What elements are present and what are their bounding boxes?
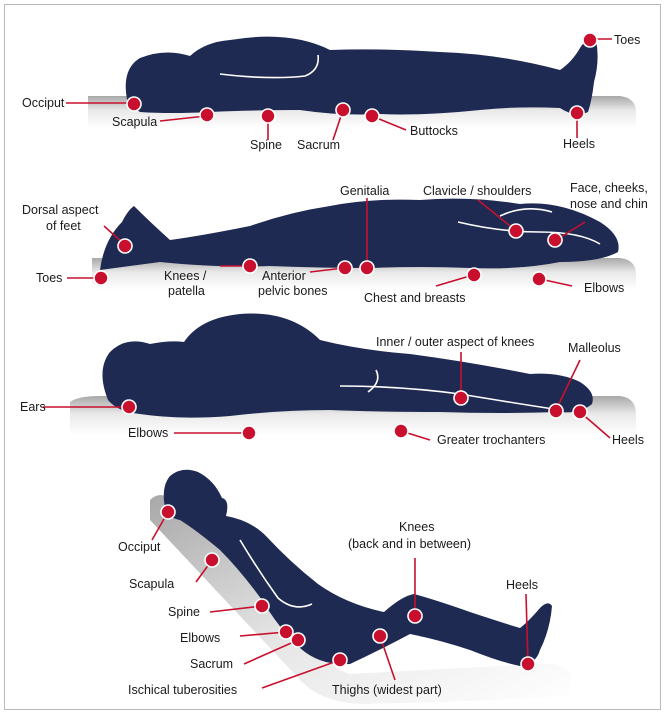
marker-occiput-supine xyxy=(127,97,141,111)
marker-knees-prone xyxy=(243,259,257,273)
marker-spine-supine xyxy=(261,109,275,123)
label-dorsal-line1: Dorsal aspect xyxy=(22,203,99,217)
marker-inner-knees xyxy=(454,391,468,405)
marker-ischial xyxy=(333,653,347,667)
label-buttocks-supine: Buttocks xyxy=(410,124,458,138)
marker-occiput-sitting xyxy=(161,505,175,519)
label-spine-sitting: Spine xyxy=(168,605,200,619)
marker-sacrum-supine xyxy=(336,103,350,117)
marker-malleolus xyxy=(549,404,563,418)
marker-clavicle xyxy=(509,224,523,238)
label-scapula-supine: Scapula xyxy=(112,115,157,129)
label-elbows-sitting: Elbows xyxy=(180,631,220,645)
figure-lateral xyxy=(70,314,636,436)
label-clavicle: Clavicle / shoulders xyxy=(423,184,531,198)
label-heels-supine: Heels xyxy=(563,137,595,151)
label-inner-knees: Inner / outer aspect of knees xyxy=(376,335,534,349)
label-pelvic-line2: pelvic bones xyxy=(258,284,328,298)
marker-sacrum-sitting xyxy=(291,633,305,647)
marker-elbows-prone xyxy=(532,272,546,286)
marker-heels-lateral xyxy=(573,405,587,419)
label-knees-line2: (back and in between) xyxy=(348,537,471,551)
body-silhouette-3 xyxy=(102,314,592,418)
label-ischial: Ischical tuberosities xyxy=(128,683,237,697)
marker-face xyxy=(548,233,562,247)
label-face-line1: Face, cheeks, xyxy=(570,181,648,195)
marker-knees-sitting xyxy=(408,609,422,623)
label-elbows-prone: Elbows xyxy=(584,281,624,295)
marker-spine-sitting xyxy=(255,599,269,613)
body-silhouette-1 xyxy=(126,37,598,115)
marker-ears xyxy=(122,400,136,414)
marker-heels-sitting xyxy=(521,657,535,671)
marker-dorsal-feet xyxy=(118,239,132,253)
label-chest: Chest and breasts xyxy=(364,291,465,305)
marker-heels-supine xyxy=(570,106,584,120)
label-knees-line2: patella xyxy=(168,284,205,298)
label-toes-supine: Toes xyxy=(614,33,640,47)
marker-trochanters xyxy=(394,424,408,438)
label-knees-line1: Knees xyxy=(399,520,434,534)
label-face-line2: nose and chin xyxy=(570,197,648,211)
label-spine-supine: Spine xyxy=(250,138,282,152)
label-thighs: Thighs (widest part) xyxy=(332,683,442,697)
label-elbows-lateral: Elbows xyxy=(128,426,168,440)
marker-chest xyxy=(467,268,481,282)
label-scapula-sitting: Scapula xyxy=(129,577,174,591)
marker-scapula-sitting xyxy=(205,553,219,567)
marker-genitalia xyxy=(360,261,374,275)
label-heels-lateral: Heels xyxy=(612,433,644,447)
label-sacrum-sitting: Sacrum xyxy=(190,657,233,671)
label-malleolus: Malleolus xyxy=(568,341,621,355)
label-genitalia: Genitalia xyxy=(340,184,389,198)
label-dorsal-line2: of feet xyxy=(46,219,81,233)
marker-toes-prone xyxy=(94,271,108,285)
marker-toes-supine xyxy=(583,33,597,47)
marker-pelvic-prone xyxy=(338,261,352,275)
label-sacrum-supine: Sacrum xyxy=(297,138,340,152)
marker-scapula-supine xyxy=(200,108,214,122)
label-occiput-supine: Occiput xyxy=(22,96,65,110)
label-toes-prone: Toes xyxy=(36,271,62,285)
label-occiput-sitting: Occiput xyxy=(118,540,161,554)
label-trochanters: Greater trochanters xyxy=(437,433,545,447)
label-ears: Ears xyxy=(20,400,46,414)
marker-elbows-lateral xyxy=(242,426,256,440)
label-knees-line1: Knees / xyxy=(164,269,207,283)
label-pelvic-line1: Anterior xyxy=(262,269,306,283)
label-heels-sitting: Heels xyxy=(506,578,538,592)
marker-buttocks-supine xyxy=(365,109,379,123)
figure-supine xyxy=(88,37,636,128)
marker-thighs xyxy=(373,629,387,643)
